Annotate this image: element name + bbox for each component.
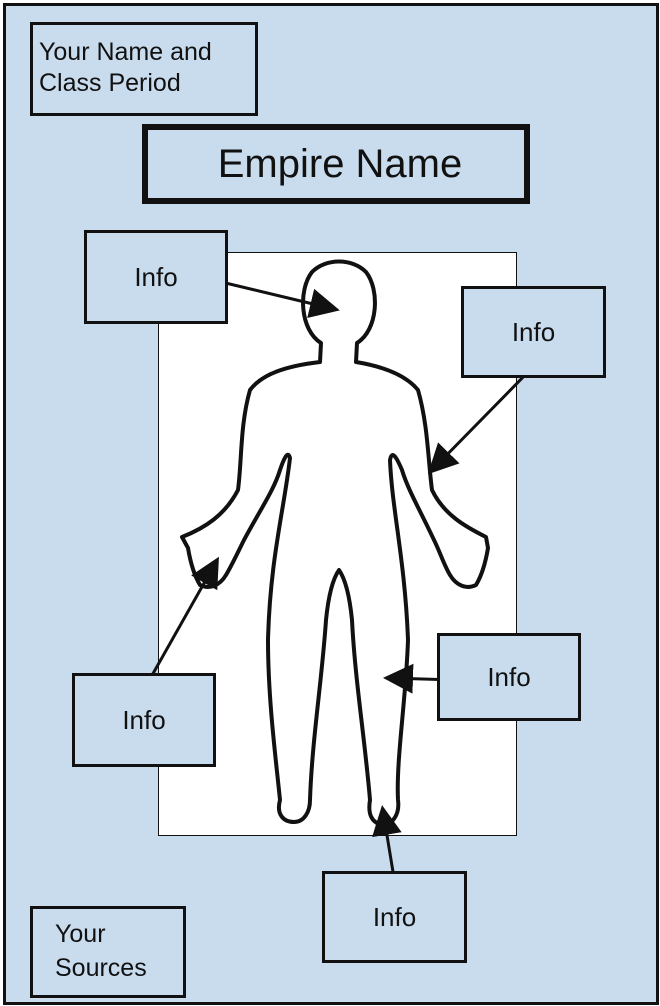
info-box-head: Info xyxy=(84,230,228,324)
info-foot-label: Info xyxy=(373,902,416,933)
sources-label-line1: Your xyxy=(55,917,183,951)
info-box-foot: Info xyxy=(322,871,467,963)
info-box-arm: Info xyxy=(461,286,606,378)
info-box-hand: Info xyxy=(72,673,216,767)
info-arm-label: Info xyxy=(512,317,555,348)
name-class-period-box: Your Name and Class Period xyxy=(30,22,258,116)
empire-name-text: Empire Name xyxy=(218,142,463,187)
your-sources-box: Your Sources xyxy=(30,906,186,998)
class-period-label: Class Period xyxy=(39,68,255,99)
info-hand-label: Info xyxy=(122,705,165,736)
info-box-leg: Info xyxy=(437,633,581,721)
info-head-label: Info xyxy=(134,262,177,293)
empire-name-title: Empire Name xyxy=(142,124,530,204)
sources-label-line2: Sources xyxy=(55,951,183,985)
name-label: Your Name and xyxy=(39,37,255,68)
info-leg-label: Info xyxy=(487,662,530,693)
